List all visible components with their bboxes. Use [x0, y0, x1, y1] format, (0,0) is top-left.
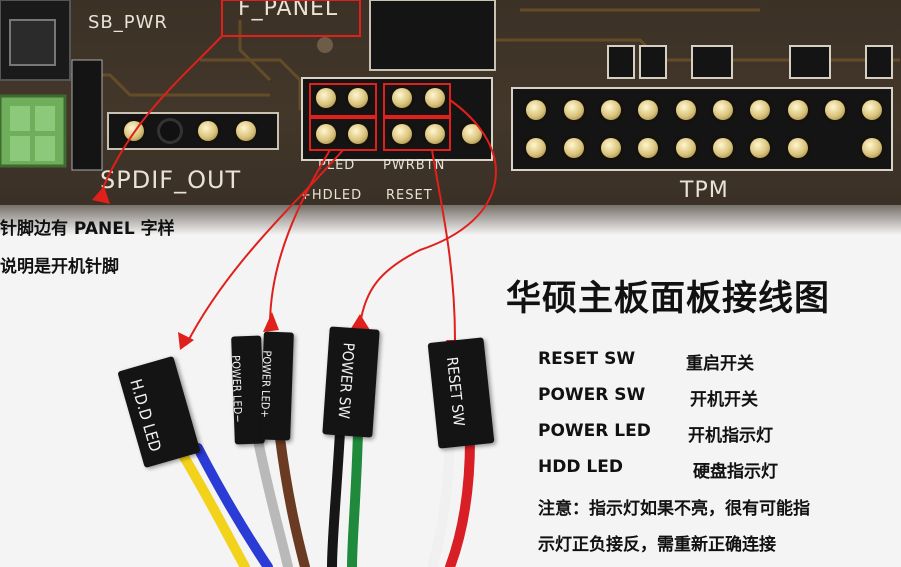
tpm-pin: [601, 138, 621, 158]
green-wire: [347, 427, 363, 567]
f-panel-pin: [425, 124, 445, 144]
red-wire: [445, 435, 475, 567]
legend-row-hdd-led: HDD LED 硬盘指示灯: [538, 457, 778, 482]
legend-row-power-sw: POWER SW 开机开关: [538, 385, 758, 410]
header-pin: [160, 121, 180, 141]
tpm-pin: [638, 100, 658, 120]
tpm-pin: [676, 100, 696, 120]
arrow-head: [350, 314, 370, 330]
f-panel-pin: [348, 124, 368, 144]
page-title: 华硕主板面板接线图: [506, 279, 831, 319]
tpm-pin: [788, 138, 808, 158]
legend-name: POWER LED: [538, 421, 651, 441]
reset-sw-connector-label: RESET SW: [442, 356, 469, 428]
tpm-pin: [825, 100, 845, 120]
tpm-pin: [862, 138, 882, 158]
tpm-pin: [862, 100, 882, 120]
tpm-pin: [713, 100, 733, 120]
header-pin: [236, 121, 256, 141]
f-panel-pin: [316, 124, 336, 144]
tpm-label: TPM: [680, 178, 729, 203]
tpm-pin: [713, 138, 733, 158]
legend-meaning: 硬盘指示灯: [693, 462, 778, 482]
arrow-head: [178, 332, 194, 350]
tpm-pin: [750, 138, 770, 158]
brown-wire: [275, 433, 310, 567]
power-led-plus-label: POWER LED+: [258, 350, 274, 419]
legend-meaning: 开机指示灯: [688, 426, 773, 446]
reset-highlight-box: [383, 117, 451, 151]
tpm-pin: [564, 100, 584, 120]
arrow-head: [92, 186, 110, 204]
gray-wire: [253, 435, 293, 567]
power-sw-connector-label: POWER SW: [334, 342, 358, 420]
yellow-wire: [175, 445, 250, 567]
tpm-pin: [638, 138, 658, 158]
power-sw-connector: POWER SW: [322, 326, 380, 438]
f-panel-highlight-box: [221, 0, 361, 37]
reset-label: RESET: [386, 188, 433, 203]
tpm-pin: [564, 138, 584, 158]
arrow-head: [263, 312, 279, 332]
legend-row-power-led: POWER LED 开机指示灯: [538, 421, 773, 446]
f-panel-pin: [392, 88, 412, 108]
f-panel-pin: [316, 88, 336, 108]
tpm-pin: [526, 100, 546, 120]
legend-name: POWER SW: [538, 385, 646, 405]
legend-row-reset: RESET SW 重启开关: [538, 349, 754, 374]
panel-note-line2: 说明是开机针脚: [0, 257, 119, 277]
legend-name: RESET SW: [538, 349, 636, 369]
pled-plus-highlight-box: [309, 83, 377, 117]
legend-meaning: 重启开关: [686, 354, 754, 374]
tpm-pin: [526, 138, 546, 158]
f-panel-pin: [348, 88, 368, 108]
spdif-out-label: SPDIF_OUT: [100, 166, 242, 194]
warning-note-line1: 注意：指示灯如果不亮，很有可能指: [538, 499, 810, 519]
f-panel-label: F_PANEL: [238, 0, 339, 21]
board-edge: [0, 195, 901, 235]
header-pin: [198, 121, 218, 141]
blue-wire: [193, 443, 273, 567]
hdled-label: +HDLED: [300, 188, 363, 203]
f-panel-pin: [392, 124, 412, 144]
legend-meaning: 开机开关: [690, 390, 758, 410]
white-wire: [427, 435, 455, 567]
tpm-pin: [601, 100, 621, 120]
reset-sw-connector: RESET SW: [427, 337, 495, 449]
power-led-minus-label: POWER LED−: [229, 354, 245, 423]
panel-note-line1: 针脚边有 PANEL 字样: [0, 219, 175, 239]
tpm-pin: [676, 138, 696, 158]
pled-label: PLED: [318, 158, 356, 173]
black-wire: [327, 427, 345, 567]
power-led-plus-connector: POWER LED+: [258, 331, 294, 441]
sb-pwr-label: SB_PWR: [88, 12, 168, 33]
warning-note-line2: 示灯正负接反，需重新正确连接: [538, 535, 776, 555]
tpm-pin: [788, 100, 808, 120]
f-panel-pin: [462, 124, 482, 144]
pwrbtn-label: PWRBTN: [383, 158, 446, 173]
tpm-pin: [750, 100, 770, 120]
legend-name: HDD LED: [538, 457, 623, 477]
f-panel-pin: [425, 88, 445, 108]
